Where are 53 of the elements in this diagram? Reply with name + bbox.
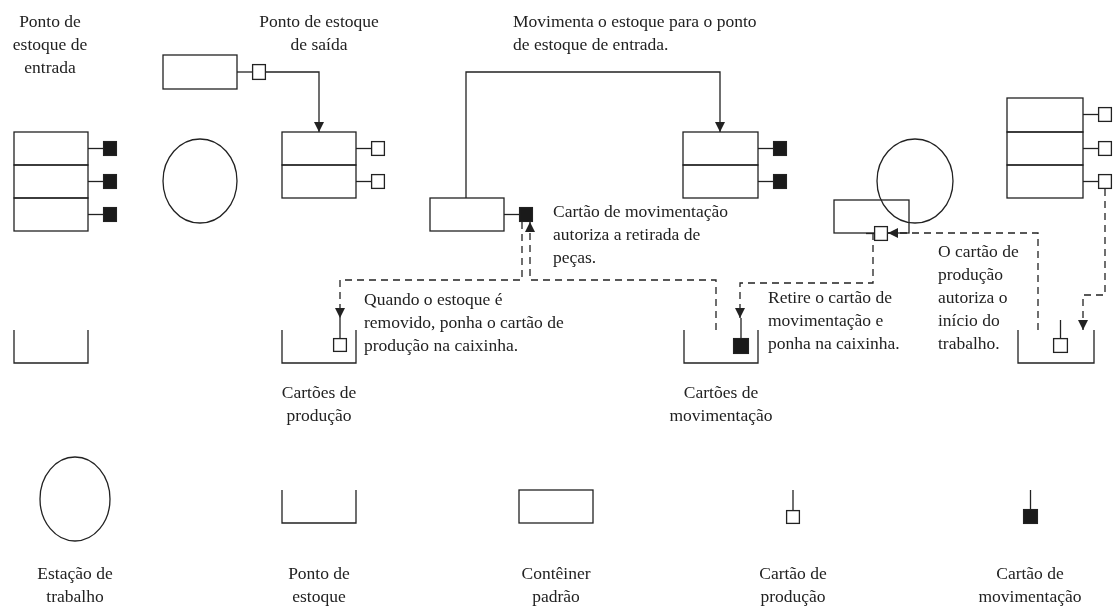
card-symbol (1083, 174, 1112, 189)
card-symbol (866, 226, 888, 241)
note-text: O cartão de produção autoriza o início do trabalho. (938, 240, 1020, 355)
card-symbol (88, 174, 117, 189)
container-box (1007, 98, 1083, 132)
container-box (1007, 165, 1083, 198)
stock-point-tray (14, 330, 88, 363)
card-symbol (356, 141, 385, 156)
caption-text: Cartões de movimentação (668, 381, 774, 427)
card-symbol (1083, 107, 1112, 122)
card-symbol (356, 174, 385, 189)
legend-text: Estação de trabalho (36, 562, 114, 608)
card-symbol (504, 207, 533, 222)
container-box (834, 200, 909, 233)
arrow (1078, 188, 1106, 331)
container-box (282, 165, 356, 198)
card-symbol (1083, 141, 1112, 156)
card-symbol (237, 64, 266, 80)
container-box (683, 132, 758, 165)
stock-point-tray (1018, 330, 1094, 363)
arrow (735, 232, 874, 319)
card-symbol (758, 141, 787, 156)
arrow (335, 221, 523, 319)
legend-text: Contêiner padrão (520, 562, 592, 608)
container-box (282, 132, 356, 165)
note-text: Ponto de estoque de entrada (11, 10, 89, 79)
workstation-circle (163, 139, 237, 223)
container-box (1007, 132, 1083, 165)
note-text: Retire o cartão de movimentação e ponha na caixinha. (768, 286, 900, 355)
container-box (163, 55, 237, 89)
legend-text: Ponto de estoque (287, 562, 351, 608)
note-text: Quando o estoque é removido, ponha o cartão de produção na caixinha. (364, 288, 564, 357)
caption-text: Cartões de produção (280, 381, 358, 427)
container-box (14, 198, 88, 231)
note-text: Cartão de movimentação autoriza a retirada de peças. (553, 200, 729, 269)
card-symbol (1053, 320, 1068, 353)
note-text: Movimenta o estoque para o ponto de estoque de entrada. (513, 10, 758, 56)
card-symbol (333, 318, 347, 352)
card-symbol (758, 174, 787, 189)
legend-text: Cartão de movimentação (977, 562, 1083, 608)
container-box (683, 165, 758, 198)
card-symbol (733, 318, 749, 354)
arrow (525, 221, 717, 331)
card-symbol (88, 207, 117, 222)
container-box (14, 165, 88, 198)
container-box (430, 198, 504, 231)
note-text: Ponto de estoque de saída (258, 10, 380, 56)
workstation-circle (877, 139, 953, 223)
card-symbol (88, 141, 117, 156)
arrow (265, 71, 324, 133)
legend-text: Cartão de produção (758, 562, 828, 608)
container-box (14, 132, 88, 165)
arrow (465, 71, 725, 199)
